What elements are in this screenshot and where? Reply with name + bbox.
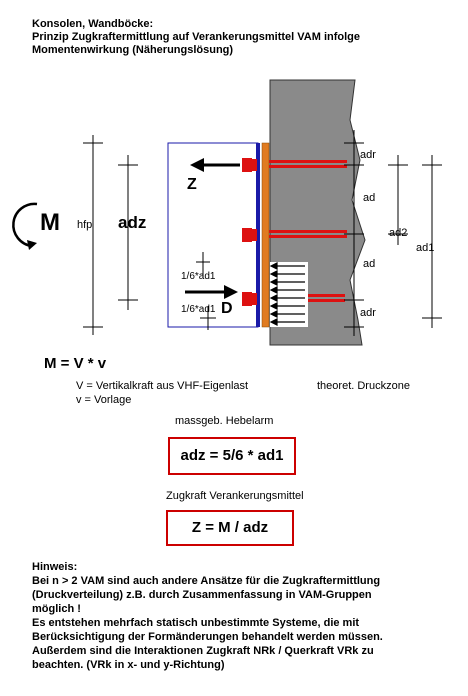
ad-upper-label: ad bbox=[363, 192, 376, 204]
sixth-lower-label: 1/6*ad1 bbox=[181, 304, 216, 315]
tension-title: Zugkraft Verankerungsmittel bbox=[166, 490, 304, 502]
title-line-2: Prinzip Zugkraftermittlung auf Verankeru… bbox=[32, 31, 360, 43]
tension-formula-box: Z = M / adz bbox=[166, 510, 294, 546]
ad1-label: ad1 bbox=[416, 242, 435, 254]
moment-formula: M = V * v bbox=[44, 355, 107, 372]
moment-symbol: M bbox=[40, 209, 60, 236]
z-label: Z bbox=[187, 176, 197, 193]
note-line-1: Bei n > 2 VAM sind auch andere Ansätze f… bbox=[32, 575, 381, 587]
ad2-dimension bbox=[388, 155, 408, 245]
d-label: D bbox=[221, 300, 233, 317]
hfp-dimension bbox=[83, 135, 103, 335]
adr-bottom-label: adr bbox=[360, 307, 376, 319]
note-line-3: möglich ! bbox=[32, 603, 81, 615]
pressure-zone-label: theoret. Druckzone bbox=[317, 380, 410, 392]
title-line-3: Momentenwirkung (Näherungslösung) bbox=[32, 44, 234, 56]
lever-formula-box: adz = 5/6 * ad1 bbox=[168, 437, 296, 475]
note-line-6: Außerdem sind die Interaktionen Zugkraft… bbox=[32, 645, 374, 657]
anchor-middle bbox=[242, 228, 347, 242]
note-heading: Hinweis: bbox=[32, 561, 78, 573]
ad1-dimension bbox=[422, 155, 442, 328]
hfp-label: hfp bbox=[77, 219, 93, 231]
v-definition: V = Vertikalkraft aus VHF-Eigenlast bbox=[76, 380, 249, 392]
adz-label: adz bbox=[118, 213, 147, 232]
note-line-2: (Druckverteilung) z.B. durch Zusammenfas… bbox=[32, 589, 372, 601]
adz-dimension bbox=[118, 155, 138, 310]
pressure-arrows bbox=[269, 262, 305, 326]
v-small-definition: v = Vorlage bbox=[76, 394, 132, 406]
anchor-bottom bbox=[242, 292, 345, 306]
sixth-upper-label: 1/6*ad1 bbox=[181, 271, 216, 282]
dimension-chain-right bbox=[344, 130, 364, 336]
d-arrow bbox=[185, 285, 238, 299]
note-line-7: beachten. (VRk in x- und y-Richtung) bbox=[32, 659, 225, 671]
bearing-plate bbox=[261, 142, 270, 328]
title-line-1: Konsolen, Wandböcke: bbox=[32, 18, 154, 30]
anchor-top bbox=[242, 158, 347, 172]
ad-lower-label: ad bbox=[363, 258, 376, 270]
note-line-5: Berücksichtigung der Formänderungen beha… bbox=[32, 631, 383, 643]
ad2-label: ad2 bbox=[389, 227, 408, 239]
z-arrow bbox=[190, 158, 240, 172]
sixth-markers bbox=[196, 252, 216, 330]
adr-top-label: adr bbox=[360, 149, 376, 161]
note-line-4: Es entstehen mehrfach statisch unbestimm… bbox=[32, 617, 360, 629]
moment-arc-icon bbox=[12, 202, 38, 250]
lever-title: massgeb. Hebelarm bbox=[175, 415, 274, 427]
